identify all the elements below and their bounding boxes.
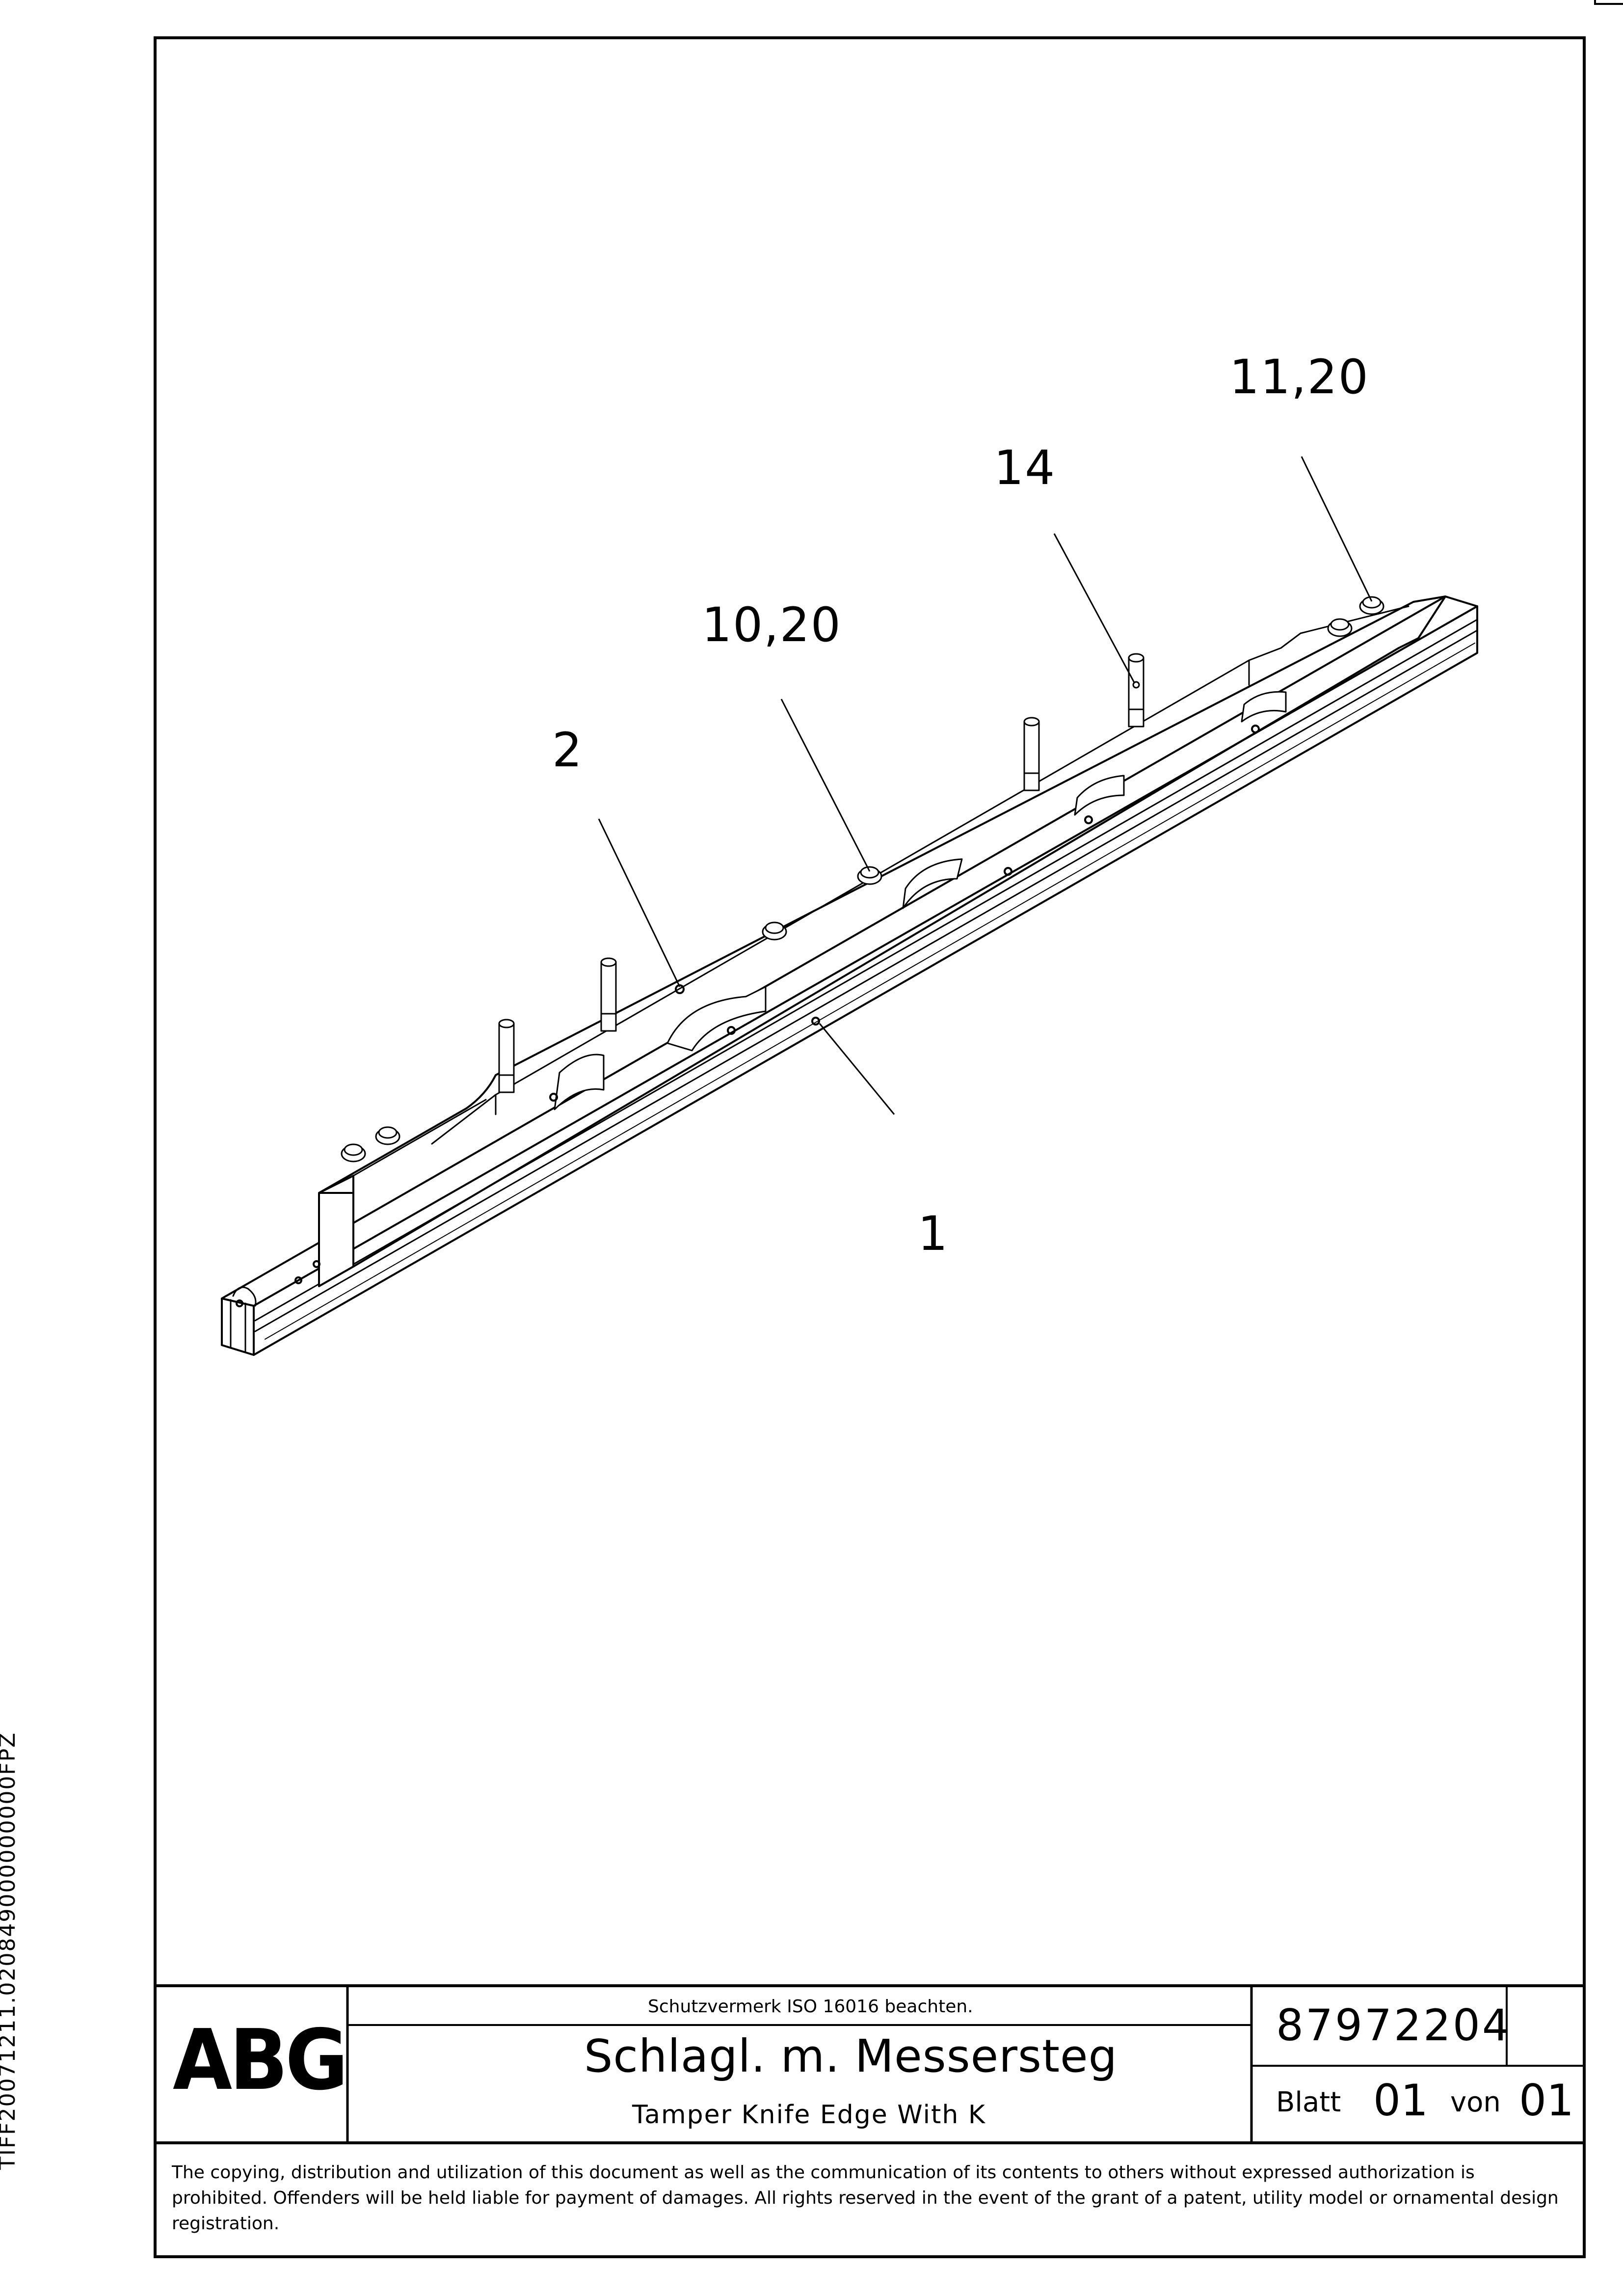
stud-bolt-4 — [1128, 653, 1144, 728]
stud-bolt-1 — [498, 1019, 515, 1093]
corner-mark — [1594, 0, 1623, 5]
drawing-frame — [154, 36, 1586, 2258]
title-block-lines — [155, 1984, 1584, 2144]
callout-10-20: 10,20 — [702, 597, 842, 652]
leader-14 — [1053, 533, 1136, 684]
callout-2: 2 — [552, 723, 584, 778]
leader-11 — [1301, 456, 1373, 602]
title-english: Tamper Knife Edge With K — [632, 2100, 986, 2130]
callout-1: 1 — [918, 1206, 949, 1261]
stud-bolt-3 — [1023, 717, 1040, 791]
stud-bolt-2 — [600, 957, 617, 1032]
copyright-notice: The copying, distribution and utilizatio… — [172, 2162, 1559, 2234]
leader-10 — [780, 699, 871, 872]
sheet-label: Blatt — [1276, 2086, 1341, 2118]
abg-logo: ABG — [173, 2012, 348, 2109]
tamper-bar-illustration — [221, 595, 1478, 1356]
of-label: von — [1450, 2086, 1501, 2118]
document-number: 87972204 — [1276, 2000, 1512, 2051]
leader-2 — [598, 818, 681, 987]
callout-14: 14 — [994, 440, 1056, 495]
leader-1 — [819, 1023, 895, 1115]
total-sheets: 01 — [1519, 2075, 1574, 2126]
hex-nut — [341, 596, 1384, 1162]
sheet-number: 01 — [1373, 2075, 1428, 2126]
iso-notice: Schutzvermerk ISO 16016 beachten. — [648, 1997, 973, 2017]
leader-lines — [598, 456, 1373, 1115]
vertical-code-text: TIFF20071211.020849000000000FPZ — [0, 1731, 20, 2170]
callout-11-20: 11,20 — [1229, 350, 1369, 405]
title-german: Schlagl. m. Messersteg — [584, 2030, 1118, 2082]
